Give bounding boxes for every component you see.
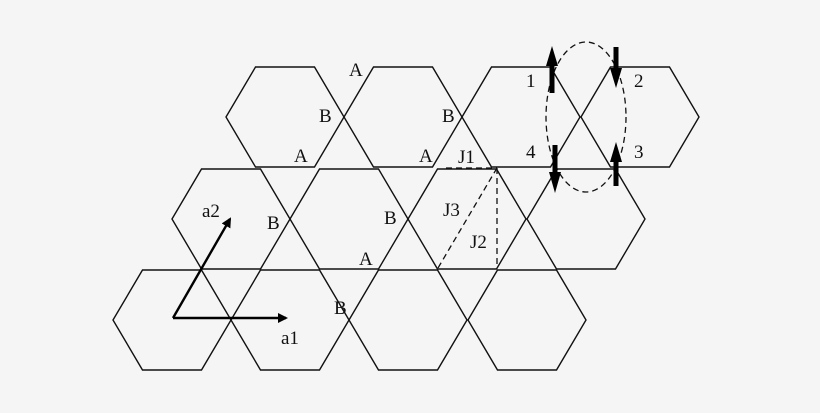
lattice-vectors <box>171 217 288 323</box>
hexagon-top-4 <box>580 66 700 168</box>
a2-vector-arrow <box>171 217 232 319</box>
coupling-triangle <box>437 167 498 269</box>
sublattice-label: B <box>442 106 455 127</box>
sublattice-label: A <box>359 249 373 270</box>
sublattice-label: B <box>384 208 397 229</box>
sublattice-label: B <box>267 213 280 234</box>
labels: A B B A A B B A B J1 J3 J2 1 2 3 4 a1 a2 <box>202 60 644 349</box>
hexagon-middle-4 <box>526 168 646 270</box>
sublattice-label: B <box>319 106 332 127</box>
a1-vector-label: a1 <box>281 328 299 349</box>
hexagon-bottom-1 <box>112 269 232 371</box>
spin-2-down-arrow-icon <box>610 47 622 88</box>
spin-arrows <box>546 46 622 193</box>
coupling-label-j3: J3 <box>443 200 460 221</box>
hexagon-lattice <box>112 66 700 371</box>
hexagon-middle-3 <box>407 168 527 270</box>
coupling-label-j1: J1 <box>458 147 475 168</box>
plaquette-ellipse <box>545 41 627 193</box>
spin-4-down-arrow-icon <box>549 145 561 193</box>
site-number-3: 3 <box>634 142 644 163</box>
hexagon-bottom-3 <box>348 269 468 371</box>
sublattice-label: B <box>334 298 347 319</box>
hexagon-top-3 <box>461 66 581 168</box>
hexagon-bottom-4 <box>467 269 587 371</box>
coupling-label-j2: J2 <box>470 232 487 253</box>
sublattice-label: A <box>419 146 433 167</box>
spin-3-up-arrow-icon <box>610 142 622 186</box>
site-number-4: 4 <box>526 142 536 163</box>
sublattice-label: A <box>294 146 308 167</box>
sublattice-label: A <box>349 60 363 81</box>
site-number-1: 1 <box>526 71 536 92</box>
hexagon-bottom-2 <box>230 269 350 371</box>
a2-vector-label: a2 <box>202 201 220 222</box>
site-number-2: 2 <box>634 71 644 92</box>
spin-1-up-arrow-icon <box>546 46 558 93</box>
